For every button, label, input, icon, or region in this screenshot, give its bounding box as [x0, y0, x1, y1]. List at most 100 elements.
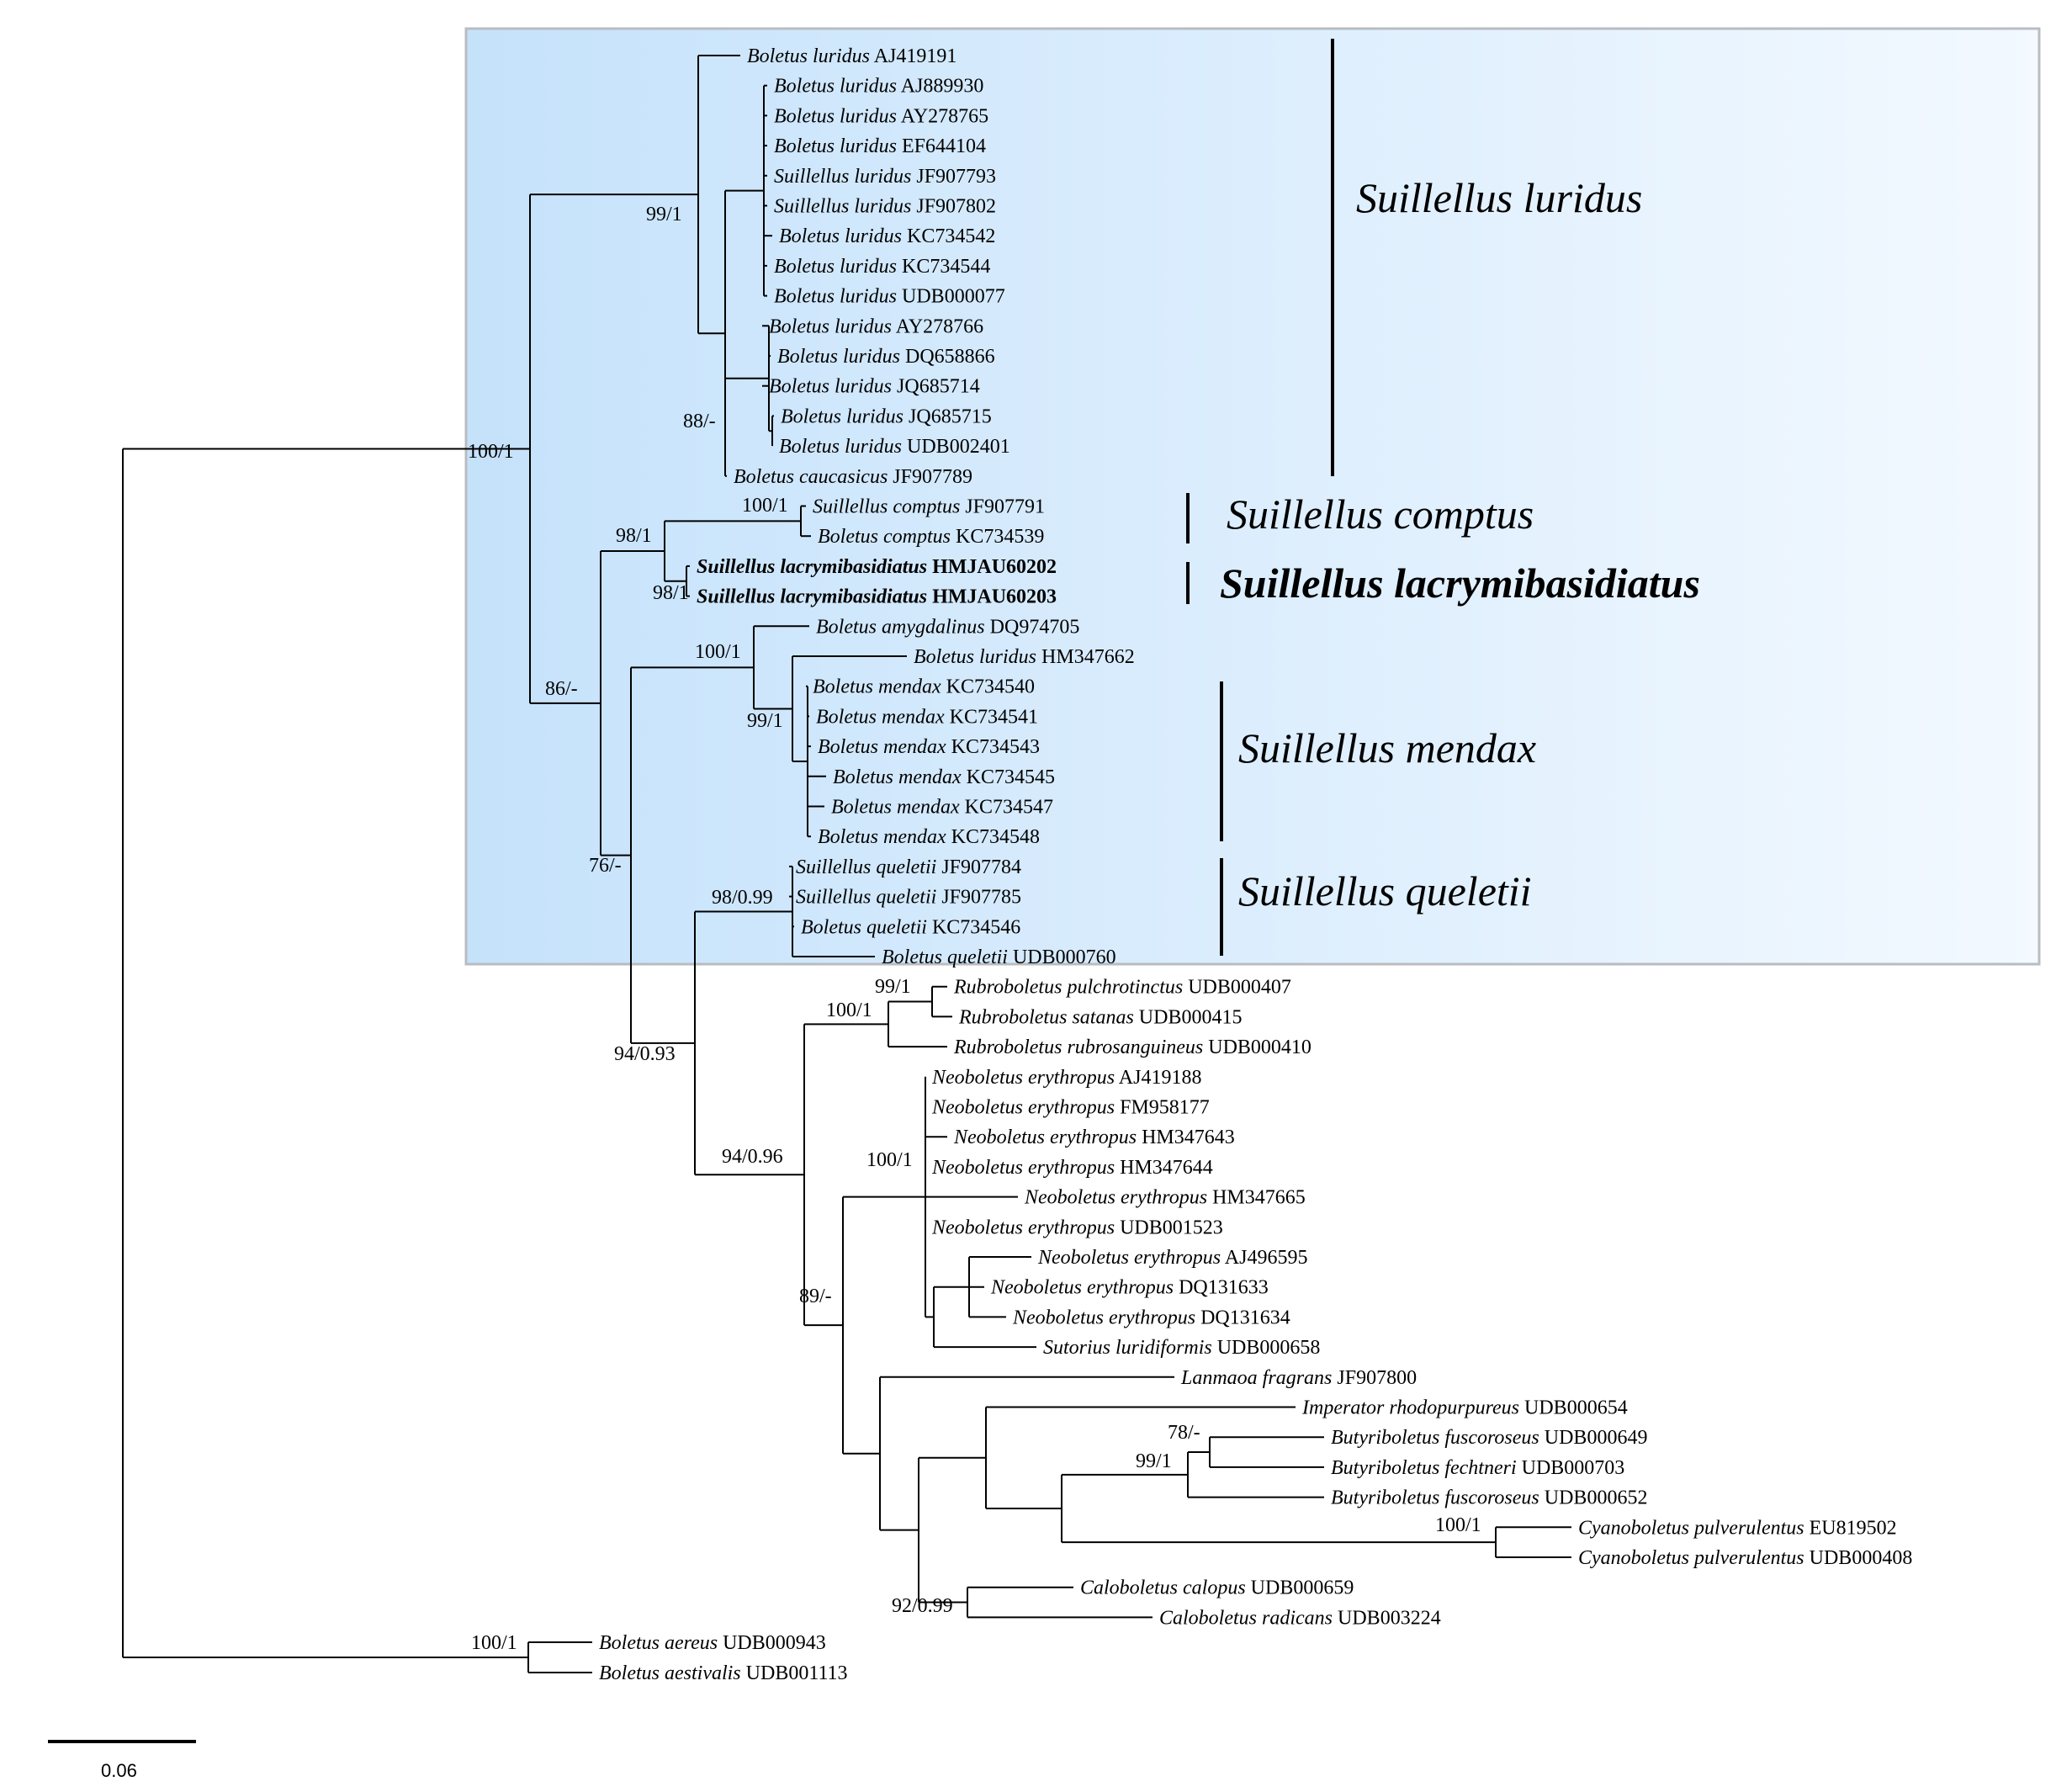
taxon-accession: JQ685715 — [903, 406, 992, 427]
taxon-species: Boletus mendax — [813, 676, 941, 698]
clade-label-3: Suillellus mendax — [1238, 724, 1536, 771]
taxon-accession: UDB000703 — [1517, 1457, 1625, 1479]
taxon-label-0: Boletus luridus AJ419191 — [747, 45, 956, 67]
taxon-label-12: Boletus luridus JQ685715 — [781, 406, 992, 427]
taxon-label-42: Neoboletus erythropus DQ131634 — [1012, 1307, 1290, 1328]
support-value-13: 100/1 — [826, 999, 872, 1021]
taxon-label-49: Cyanoboletus pulverulentus EU819502 — [1578, 1517, 1897, 1539]
taxon-species: Suillellus queletii — [796, 887, 936, 909]
taxon-species: Butyriboletus fechtneri — [1331, 1457, 1517, 1479]
clade-label-2: Suillellus lacrymibasidiatus — [1220, 559, 1700, 607]
support-values: 100/199/188/-86/-98/1100/198/176/-100/19… — [468, 204, 1481, 1654]
taxon-accession: UDB000649 — [1539, 1427, 1648, 1449]
taxon-label-39: Neoboletus erythropus UDB001523 — [931, 1217, 1223, 1238]
taxon-label-25: Boletus mendax KC734547 — [831, 797, 1053, 819]
clade-bars — [1186, 39, 1334, 956]
taxon-species: Suillellus luridus — [774, 196, 911, 218]
taxon-label-13: Boletus luridus UDB002401 — [779, 436, 1010, 458]
taxon-label-17: Suillellus lacrymibasidiatus HMJAU60202 — [697, 556, 1057, 578]
taxon-label-46: Butyriboletus fuscoroseus UDB000649 — [1331, 1427, 1647, 1449]
taxon-label-3: Boletus luridus EF644104 — [774, 135, 986, 157]
taxon-accession: JF907789 — [888, 466, 972, 488]
taxon-label-47: Butyriboletus fechtneri UDB000703 — [1331, 1457, 1624, 1479]
taxon-label-50: Cyanoboletus pulverulentus UDB000408 — [1578, 1547, 1912, 1569]
clade-label-0: Suillellus luridus — [1356, 174, 1642, 221]
support-value-19: 100/1 — [1435, 1514, 1481, 1536]
taxon-label-7: Boletus luridus KC734544 — [774, 256, 990, 278]
taxon-accession: KC734539 — [951, 526, 1044, 548]
taxon-accession: KC734544 — [897, 256, 990, 278]
taxon-species: Boletus luridus — [914, 646, 1036, 668]
taxon-accession: UDB003224 — [1333, 1607, 1441, 1629]
taxon-accession: EF644104 — [897, 135, 986, 157]
taxon-accession: KC734547 — [960, 797, 1053, 819]
support-value-21: 100/1 — [471, 1632, 517, 1654]
taxon-species: Boletus caucasicus — [734, 466, 888, 488]
taxon-species: Caloboletus radicans — [1159, 1607, 1333, 1629]
taxon-species: Boletus mendax — [816, 706, 945, 728]
taxon-species: Neoboletus erythropus — [990, 1277, 1174, 1299]
taxon-species: Sutorius luridiformis — [1043, 1337, 1212, 1359]
taxon-accession: DQ131633 — [1174, 1277, 1269, 1299]
taxon-label-54: Boletus aestivalis UDB001113 — [599, 1662, 848, 1684]
taxon-species: Boletus luridus — [774, 76, 897, 98]
taxon-species: Boletus mendax — [818, 826, 946, 848]
taxon-species: Neoboletus erythropus — [931, 1157, 1115, 1179]
taxon-species: Imperator rhodopurpureus — [1301, 1397, 1519, 1419]
support-value-20: 92/0.99 — [892, 1595, 953, 1617]
taxon-species: Boletus luridus — [769, 376, 892, 398]
taxon-species: Caloboletus calopus — [1080, 1577, 1246, 1599]
support-value-0: 100/1 — [468, 441, 514, 463]
taxon-label-32: Rubroboletus satanas UDB000415 — [958, 1006, 1242, 1028]
support-value-4: 98/1 — [616, 525, 652, 547]
taxon-accession: JQ685714 — [892, 376, 980, 398]
taxon-accession: AJ419188 — [1115, 1067, 1201, 1089]
support-value-12: 99/1 — [875, 976, 911, 998]
taxon-label-36: Neoboletus erythropus HM347643 — [953, 1127, 1235, 1148]
taxon-label-43: Sutorius luridiformis UDB000658 — [1043, 1337, 1320, 1359]
taxon-species: Boletus queletii — [801, 916, 927, 938]
taxon-label-6: Boletus luridus KC734542 — [779, 225, 995, 247]
taxon-label-14: Boletus caucasicus JF907789 — [734, 466, 972, 488]
taxon-species: Boletus luridus — [779, 436, 902, 458]
support-value-11: 94/0.93 — [614, 1043, 676, 1065]
taxon-accession: UDB000408 — [1804, 1547, 1913, 1569]
taxon-accession: AJ419191 — [870, 45, 956, 67]
taxon-accession: UDB000659 — [1246, 1577, 1354, 1599]
taxon-accession: KC734542 — [902, 225, 995, 247]
taxon-species: Suillellus queletii — [796, 856, 936, 878]
taxon-label-30: Boletus queletii UDB000760 — [882, 946, 1116, 968]
taxon-accession: JF907784 — [936, 856, 1021, 878]
taxon-label-52: Caloboletus radicans UDB003224 — [1159, 1607, 1441, 1629]
taxon-accession: KC734540 — [941, 676, 1035, 698]
taxon-accession: HM347643 — [1137, 1127, 1235, 1148]
taxon-species: Butyriboletus fuscoroseus — [1331, 1427, 1539, 1449]
taxon-accession: KC734548 — [946, 826, 1040, 848]
taxon-label-4: Suillellus luridus JF907793 — [774, 166, 996, 188]
taxon-accession: JF907793 — [911, 166, 996, 188]
support-value-3: 86/- — [545, 678, 578, 700]
taxon-label-37: Neoboletus erythropus HM347644 — [931, 1157, 1213, 1179]
support-value-9: 99/1 — [747, 710, 783, 732]
support-value-15: 100/1 — [866, 1149, 913, 1171]
taxon-accession: UDB000077 — [897, 286, 1005, 308]
taxon-accession: DQ131634 — [1195, 1307, 1290, 1328]
taxon-accession: UDB000760 — [1008, 946, 1116, 968]
scale-bar: 0.06 — [48, 1740, 196, 1781]
taxon-label-19: Boletus amygdalinus DQ974705 — [816, 616, 1079, 638]
taxon-species: Boletus luridus — [774, 256, 897, 278]
taxon-species: Boletus mendax — [818, 736, 946, 758]
taxon-accession: UDB000654 — [1519, 1397, 1628, 1419]
taxon-accession: UDB000415 — [1134, 1006, 1243, 1028]
taxon-species: Neoboletus erythropus — [1037, 1247, 1221, 1269]
taxon-label-51: Caloboletus calopus UDB000659 — [1080, 1577, 1354, 1599]
taxon-label-28: Suillellus queletii JF907785 — [796, 887, 1021, 909]
taxon-label-33: Rubroboletus rubrosanguineus UDB000410 — [953, 1036, 1311, 1058]
taxon-accession: JF907791 — [960, 496, 1045, 518]
taxon-species: Cyanoboletus pulverulentus — [1578, 1547, 1804, 1569]
taxon-accession: JF907800 — [1332, 1367, 1417, 1389]
taxon-species: Boletus luridus — [781, 406, 903, 427]
taxon-label-22: Boletus mendax KC734541 — [816, 706, 1038, 728]
